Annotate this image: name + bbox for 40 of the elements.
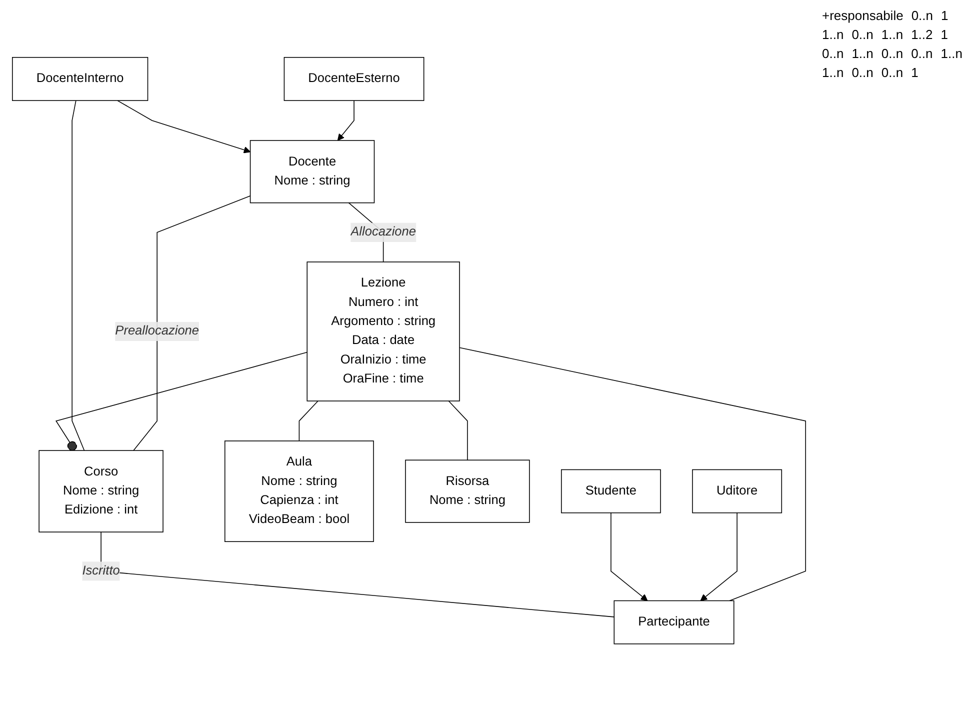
- multiplicity-label: 1..n: [852, 46, 874, 61]
- node-box: Aula Nome : string Capienza : int VideoBeam : bool: [224, 440, 374, 542]
- multiplicity-label: 0..n: [911, 46, 933, 61]
- connector: [298, 400, 318, 442]
- arrow: [117, 100, 251, 154]
- multiplicity-label: 1: [941, 8, 948, 23]
- multiplicity-label: 1..n: [822, 65, 844, 80]
- connector: [133, 195, 251, 451]
- multiplicity-label: 0..n: [852, 27, 874, 42]
- node-box: Studente: [561, 469, 661, 514]
- multiplicity-label: 1..2: [911, 27, 933, 42]
- multiplicity-label: 1: [911, 65, 918, 80]
- multiplicity-label: 1..n: [881, 27, 904, 42]
- connector: [459, 347, 806, 601]
- multiplicity-label: 1: [940, 27, 948, 42]
- multiplicity-label: 0..n: [881, 65, 904, 80]
- multiplicity-label: 1..n: [822, 27, 844, 42]
- arrow: [700, 512, 738, 601]
- arrow: [610, 512, 648, 601]
- node-box: DocenteInterno: [12, 56, 148, 101]
- node-box: Risorsa Nome : string: [405, 460, 530, 523]
- edge-label: Iscritto: [82, 564, 120, 578]
- connector: [72, 100, 85, 451]
- node-box: Uditore: [692, 469, 782, 514]
- node-box: DocenteEsterno: [284, 56, 424, 101]
- multiplicity-label: 0..n: [822, 46, 844, 61]
- multiplicity-label: 0..n: [881, 46, 904, 61]
- connector: [100, 531, 615, 618]
- node-box: Corso Nome : string Edizione : int: [38, 450, 164, 532]
- connector: [448, 400, 468, 460]
- multiplicity-label: 0..n: [852, 65, 874, 80]
- multiplicity-label: 1..n: [940, 46, 962, 61]
- multiplicity-label: +responsabile: [822, 8, 904, 23]
- arrow: [337, 100, 354, 141]
- multiplicity-label: 0..n: [911, 8, 933, 23]
- node-box: Lezione Numero : int Argomento : string Data : date OraInizio : time OraFine : time: [306, 261, 460, 402]
- connector: [55, 352, 308, 451]
- node-box: Docente Nome : string: [250, 140, 375, 204]
- edge-label: Preallocazione: [115, 324, 200, 338]
- node-box: Partecipante: [614, 600, 734, 644]
